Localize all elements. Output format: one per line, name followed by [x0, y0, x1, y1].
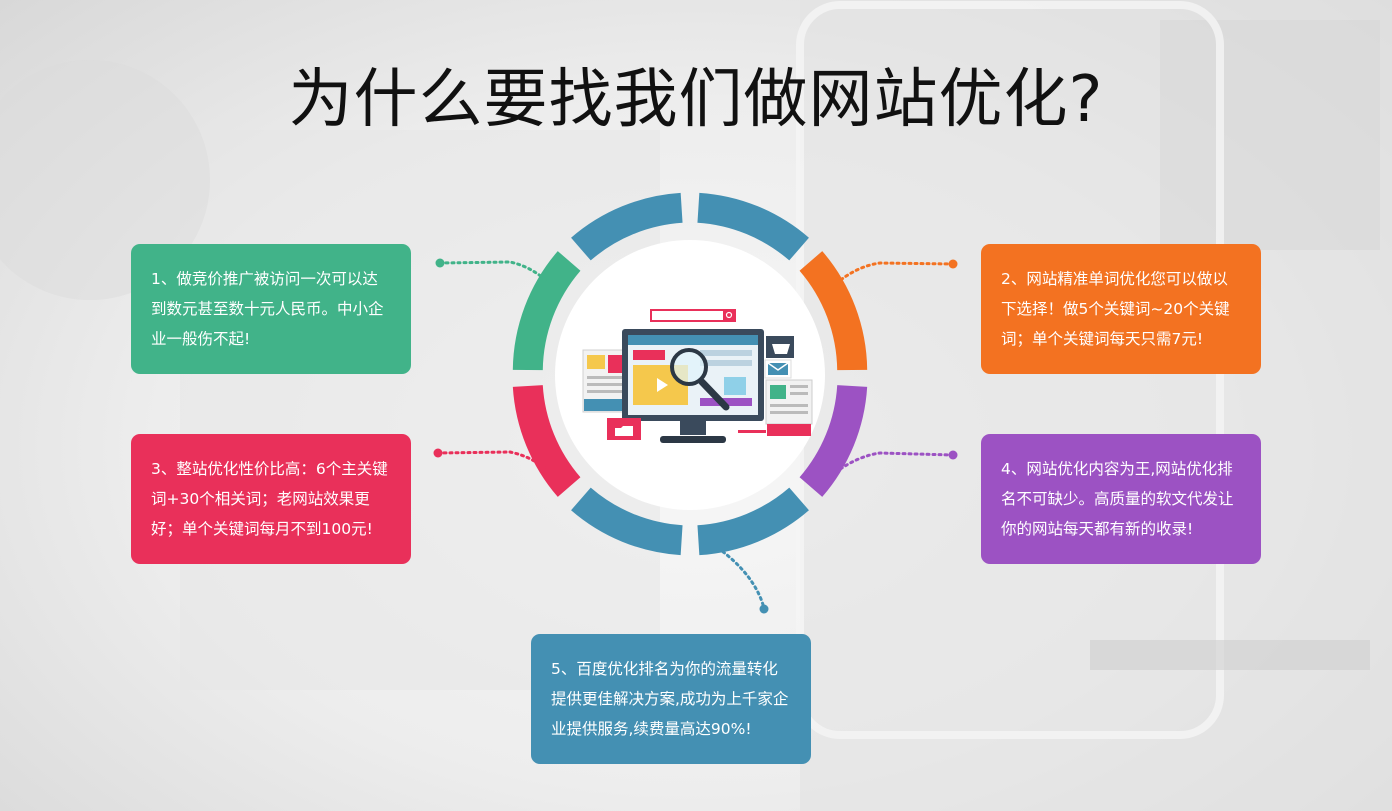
- right-panel: [738, 336, 813, 436]
- feature-card-3: 3、整站优化性价比高：6个主关键词+30个相关词；老网站效果更好；单个关键词每月…: [131, 434, 411, 564]
- magnifier-icon: [670, 348, 730, 411]
- search-bar-icon: [650, 309, 736, 322]
- ring-segment-orange: [799, 251, 868, 371]
- connector-1: [438, 260, 550, 284]
- connector-dot-5: [759, 604, 769, 614]
- feature-card-2: 2、网站精准单词优化您可以做以下选择！做5个关键词~20个关键词；单个关键词每天…: [981, 244, 1261, 374]
- left-panel: [582, 349, 626, 413]
- connector-dot-3: [433, 448, 443, 458]
- ring-segment-red: [512, 384, 581, 497]
- basket-icon: [772, 344, 790, 354]
- connector-dot-4: [948, 450, 958, 460]
- connectors: [436, 260, 955, 610]
- connector-3: [436, 450, 550, 472]
- feature-card-5: 5、百度优化排名为你的流量转化提供更佳解决方案,成功为上千家企业提供服务,续费量…: [531, 634, 811, 764]
- page-title: 为什么要找我们做网站优化?: [288, 63, 1104, 137]
- folder-icon: [607, 418, 641, 440]
- connector-dot-2: [948, 259, 958, 269]
- connector-4: [834, 451, 955, 474]
- ring-segment-blue-bottom-right: [697, 487, 809, 556]
- ring-segment-blue-bottom-left: [571, 487, 683, 556]
- feature-card-4: 4、网站优化内容为王,网站优化排名不可缺少。高质量的软文代发让你的网站每天都有新…: [981, 434, 1261, 564]
- ring-segment-purple: [799, 384, 868, 497]
- ring: [512, 192, 868, 556]
- center-illustration: [555, 240, 825, 510]
- ring-segment-blue-top: [571, 192, 683, 261]
- connector-5: [716, 546, 766, 610]
- ring-segment-green: [512, 251, 581, 371]
- connector-dot-1: [435, 258, 445, 268]
- connector-2: [836, 261, 955, 284]
- play-icon: [657, 378, 668, 392]
- ring-segment-blue-top-right: [697, 192, 809, 261]
- mail-icon: [767, 362, 789, 375]
- feature-card-1: 1、做竞价推广被访问一次可以达到数元甚至数十元人民币。中小企业一般伤不起!: [131, 244, 411, 374]
